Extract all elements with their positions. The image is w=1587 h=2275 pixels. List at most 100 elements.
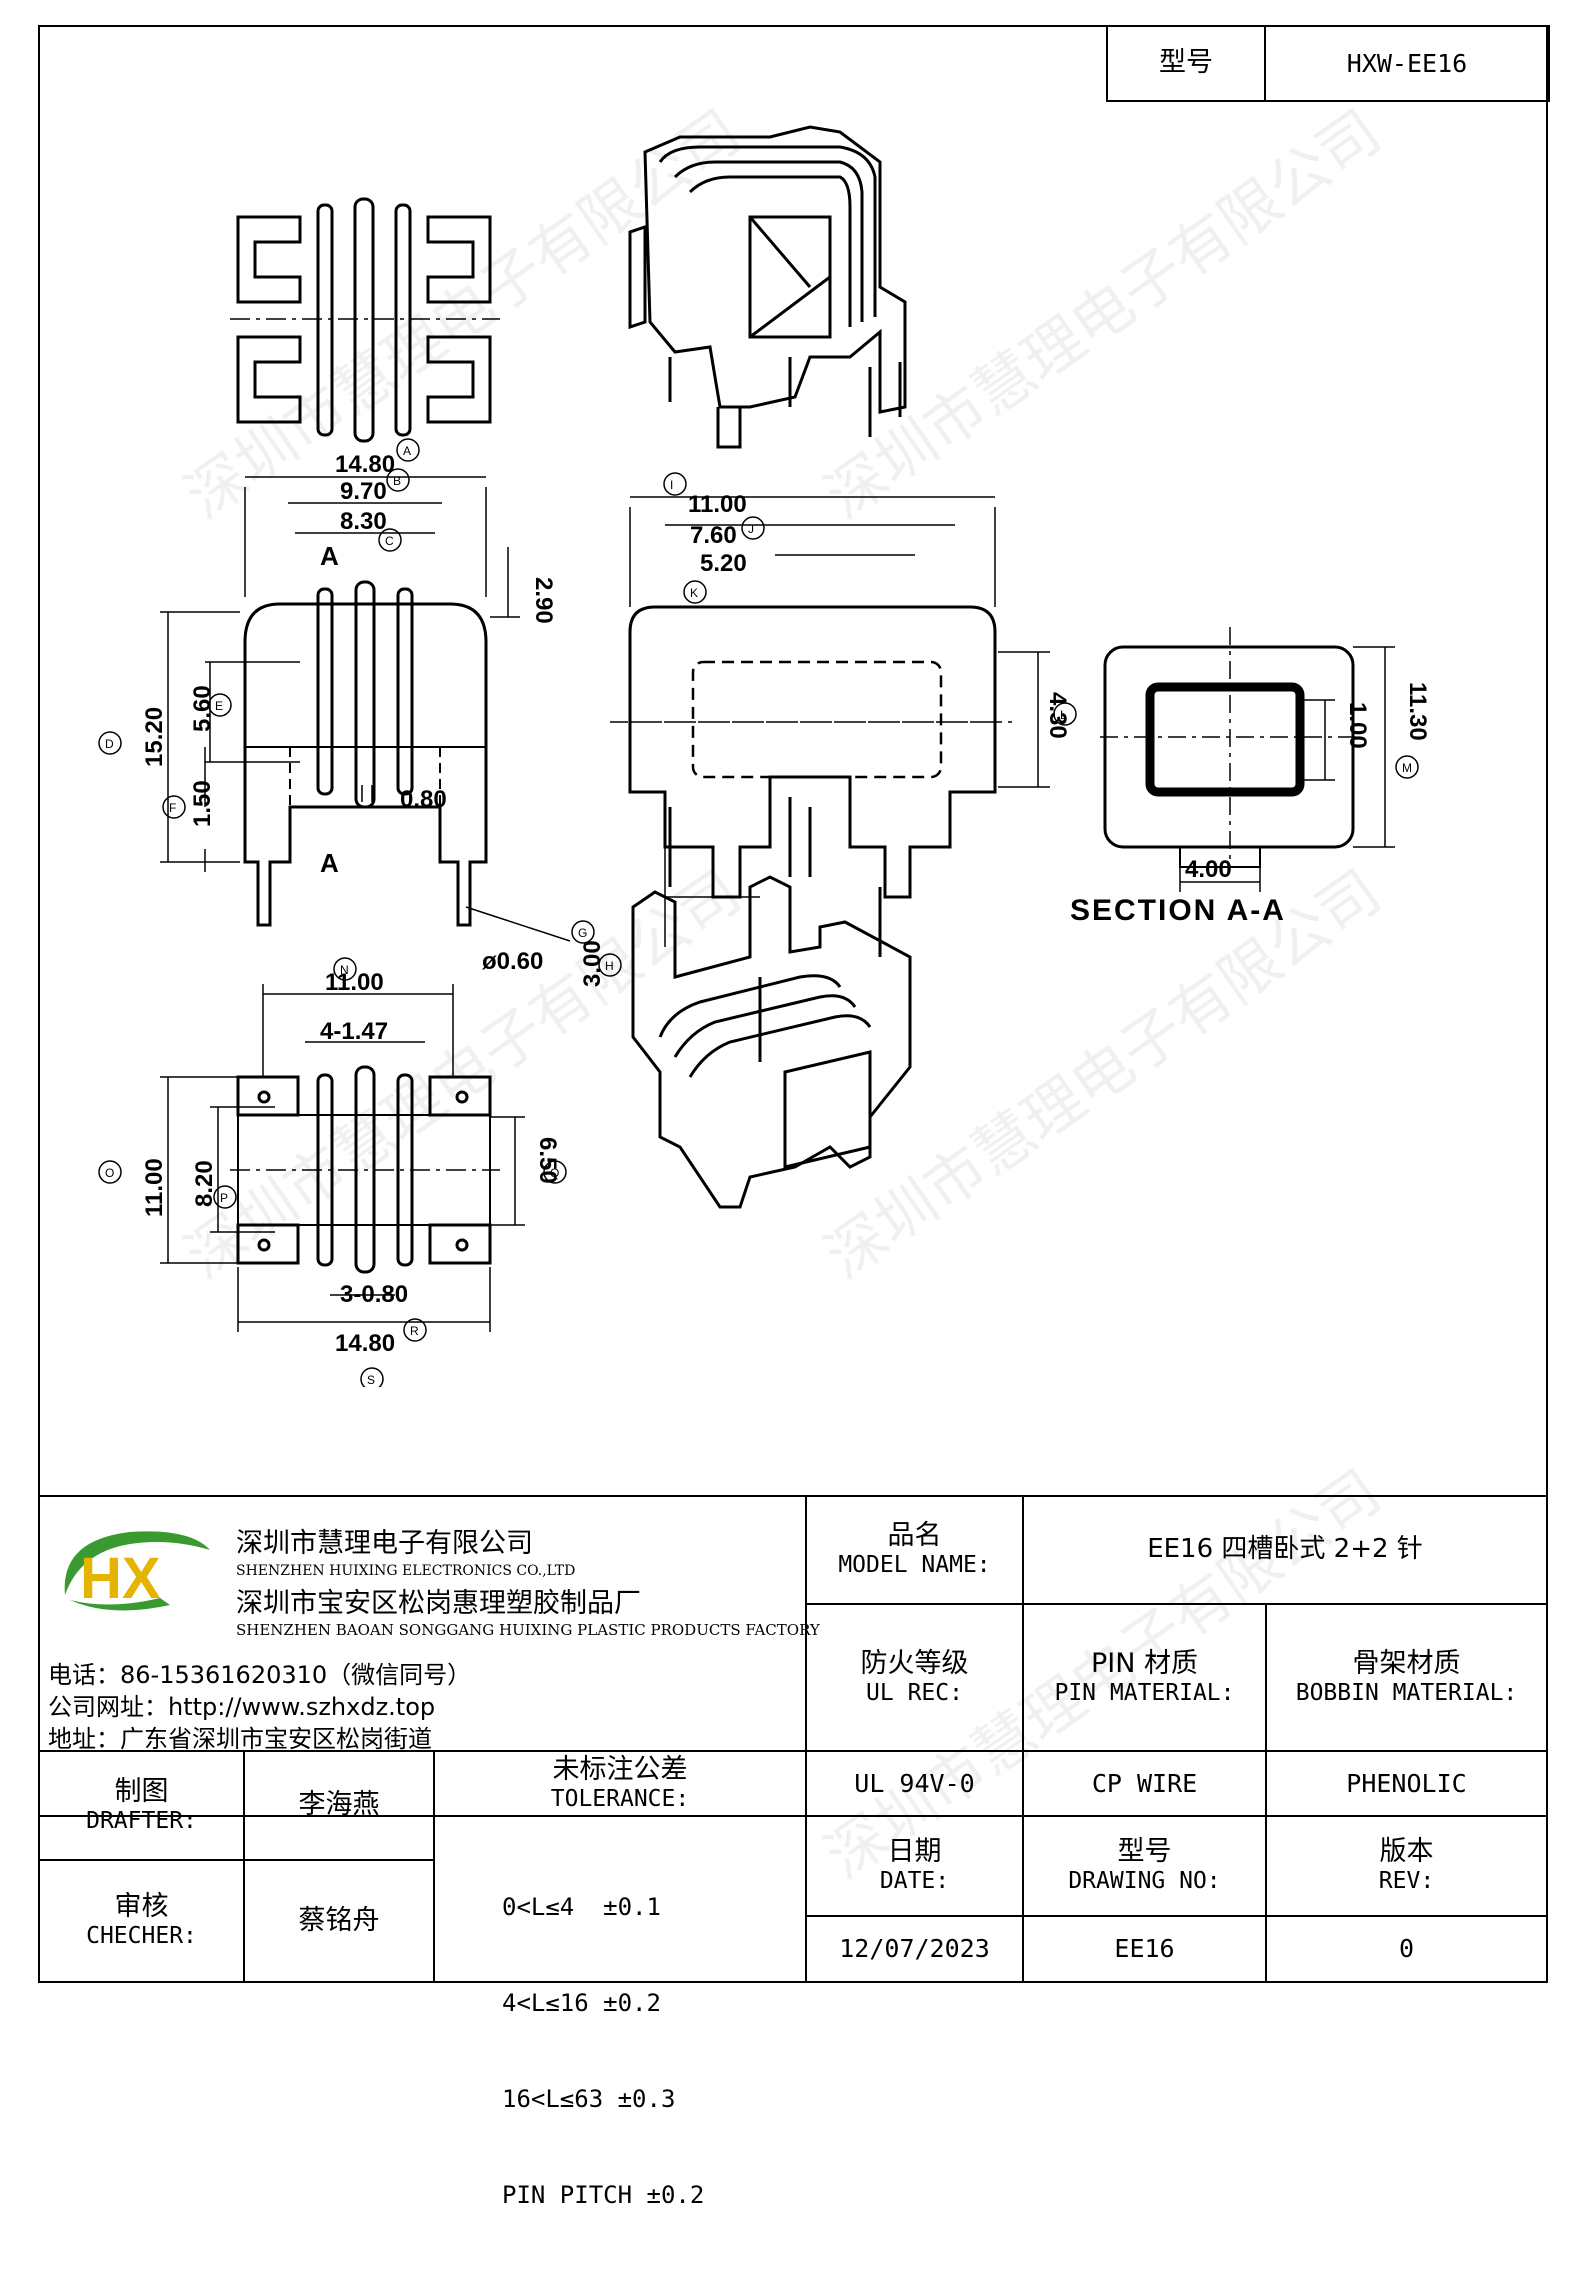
svg-text:C: C	[385, 534, 394, 548]
svg-text:D: D	[105, 737, 114, 751]
company-logo: HX	[50, 1520, 215, 1620]
dim-a: 14.80	[335, 451, 395, 478]
company-website: 公司网址：http://www.szhxdz.top	[48, 1693, 436, 1721]
svg-text:B: B	[393, 474, 401, 488]
checker-header: 审核 CHECHER:	[86, 1891, 197, 1950]
model-name-header: 品名 MODEL NAME:	[807, 1497, 1022, 1603]
dim-b: 9.70	[340, 478, 387, 505]
model-name-cn: 品名	[887, 1520, 942, 1551]
factory-name-en: SHENZHEN BAOAN SONGGANG HUIXING PLASTIC …	[236, 1621, 820, 1639]
balloon-k: K	[683, 580, 707, 604]
pin-material-value: CP WIRE	[1091, 1768, 1198, 1798]
pin-material-header: PIN 材质 PIN MATERIAL:	[1054, 1647, 1235, 1706]
balloon-s: S	[360, 1367, 384, 1387]
balloon-c: C	[378, 528, 402, 552]
svg-text:P: P	[220, 1191, 228, 1205]
dim-h: 0.80	[400, 786, 447, 813]
rev-value: 0	[1398, 1934, 1415, 1963]
drawing-sheet: 型号 HXW-EE16	[38, 25, 1550, 2209]
svg-text:A: A	[403, 444, 411, 458]
balloon-p: P	[213, 1185, 237, 1209]
svg-text:R: R	[410, 1324, 419, 1338]
balloon-o: O	[98, 1160, 122, 1184]
factory-name-cn: 深圳市宝安区松岗惠理塑胶制品厂	[236, 1588, 641, 1619]
balloon-d: D	[98, 731, 122, 755]
drawing-no-header: 型号 DRAWING NO:	[1068, 1836, 1221, 1895]
ul-rec-header: 防火等级 UL REC:	[860, 1647, 969, 1706]
bobbin-material-header: 骨架材质 BOBBIN MATERIAL:	[1295, 1647, 1518, 1706]
svg-text:J: J	[748, 522, 754, 536]
tolerance-line: PIN PITCH ±0.2	[502, 2181, 705, 2209]
dim-s: 3-0.80	[340, 1281, 408, 1308]
dim-w: 11.30	[1404, 682, 1431, 741]
svg-text:H: H	[605, 959, 614, 973]
drawing-no-value: EE16	[1114, 1934, 1175, 1963]
section-view	[1100, 627, 1395, 892]
dim-e: 15.20	[141, 707, 168, 767]
section-mark-bottom: A	[320, 848, 339, 878]
dim-u: 4.00	[1185, 856, 1232, 883]
dim-m: 3.00	[579, 940, 606, 987]
tolerance-list: 0<L≤4 ±0.1 4<L≤16 ±0.2 16<L≤63 ±0.3 PIN …	[502, 1827, 802, 2275]
balloon-j: J	[741, 516, 765, 540]
tolerance-header: 未标注公差 TOLERANCE:	[550, 1753, 690, 1812]
ul-rec-value: UL 94V-0	[854, 1768, 975, 1798]
dim-v: 1.00	[1344, 702, 1371, 749]
balloon-a: A	[396, 438, 420, 462]
technical-drawing: 14.80 9.70 8.30 2.90 15.20 5.60 1.50 0.8…	[98, 125, 1431, 1387]
company-name-en: SHENZHEN HUIXING ELECTRONICS CO.,LTD	[236, 1563, 576, 1579]
model-name-en: MODEL NAME:	[838, 1552, 991, 1579]
dim-f: 5.60	[189, 685, 216, 732]
dim-j: 7.60	[690, 522, 737, 549]
dim-i: 11.00	[688, 491, 747, 518]
isometric-view-top	[628, 125, 907, 449]
checker-value: 蔡铭舟	[298, 1904, 380, 1936]
isometric-view-bottom	[631, 797, 912, 1209]
balloon-r: R	[403, 1318, 427, 1342]
balloon-m: M	[1395, 755, 1419, 779]
tolerance-line: 4<L≤16 ±0.2	[502, 1989, 661, 2017]
drafter-value: 李海燕	[298, 1789, 380, 1821]
balloon-b: B	[386, 468, 410, 492]
dim-c: 8.30	[340, 508, 387, 535]
dim-t: 14.80	[335, 1330, 395, 1357]
balloon-e: E	[208, 693, 232, 717]
dim-l: 4.30	[1044, 692, 1071, 739]
top-view	[230, 197, 500, 443]
balloon-q: Q	[543, 1160, 567, 1184]
rev-header: 版本 REV:	[1378, 1836, 1435, 1895]
svg-text:N: N	[340, 963, 349, 977]
company-name-cn: 深圳市慧理电子有限公司	[236, 1528, 533, 1559]
svg-text:I: I	[670, 478, 673, 492]
balloon-i: I	[663, 472, 687, 496]
dim-d: 2.90	[530, 577, 557, 624]
drafter-header: 制图 DRAFTER:	[86, 1775, 197, 1834]
balloon-g: G	[571, 920, 595, 944]
title-block: HX 深圳市慧理电子有限公司 SHENZHEN HUIXING ELECTRON…	[40, 1495, 1546, 2209]
svg-text:G: G	[578, 926, 587, 940]
svg-text:O: O	[105, 1166, 114, 1180]
tolerance-line: 0<L≤4 ±0.1	[502, 1893, 661, 1921]
tolerance-line: 16<L≤63 ±0.3	[502, 2085, 676, 2113]
balloon-l: L	[1053, 702, 1077, 726]
front-view	[160, 476, 571, 942]
model-name-value: EE16 四槽卧式 2+2 针	[1147, 1534, 1423, 1565]
header-model-label: 型号	[1159, 47, 1213, 79]
bottom-view	[160, 984, 525, 1332]
svg-text:M: M	[1402, 761, 1412, 775]
svg-text:S: S	[367, 1373, 375, 1387]
dim-o: 4-1.47	[320, 1018, 388, 1045]
date-header: 日期 DATE:	[879, 1836, 950, 1895]
logo-text: HX	[80, 1546, 161, 1611]
dim-n: 11.00	[325, 969, 384, 996]
section-label: SECTION A-A	[1070, 894, 1286, 927]
side-view	[610, 496, 1050, 947]
section-mark-top: A	[320, 541, 339, 571]
company-phone: 电话：86-15361620310（微信同号）	[48, 1661, 472, 1689]
date-value: 12/07/2023	[839, 1934, 990, 1963]
company-address: 地址：广东省深圳市宝安区松岗街道	[48, 1725, 432, 1753]
header-model-box: 型号 HXW-EE16	[1106, 25, 1550, 102]
svg-text:Q: Q	[550, 1166, 559, 1180]
dim-g: 1.50	[189, 780, 216, 827]
dim-p: 11.00	[141, 1158, 168, 1217]
